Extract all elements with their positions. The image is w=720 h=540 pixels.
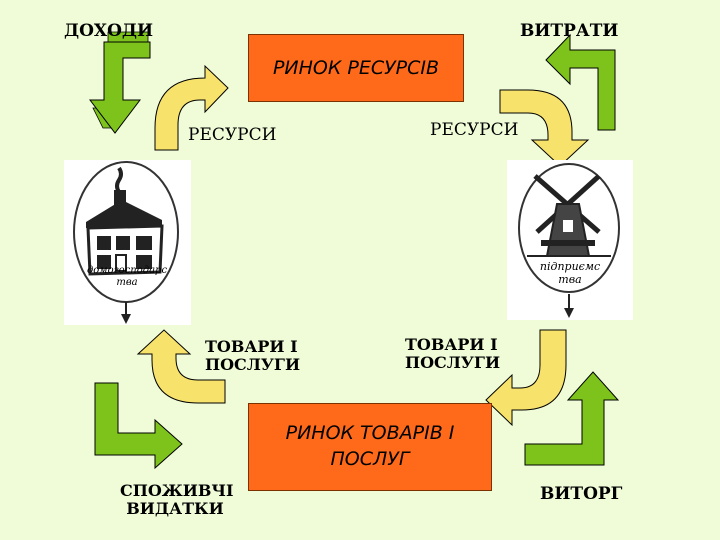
resources-label-right: РЕСУРСИ	[430, 120, 519, 140]
goods-label-right: ТОВАРИ І ПОСЛУГИ	[405, 335, 501, 373]
consumer-spending-arrow	[94, 382, 183, 470]
resources-arrow-left	[154, 64, 229, 151]
resource-market-box: РИНОК РЕСУРСІВ	[248, 34, 464, 102]
revenue-arrow	[524, 371, 620, 466]
goods-arrow-left	[136, 329, 226, 404]
income-label: ДОХОДИ	[64, 21, 154, 41]
firms-emblem: підприємства	[507, 160, 633, 320]
house-icon	[73, 161, 179, 324]
income-arrow	[88, 31, 151, 134]
consumer-spending-label: СПОЖИВЧІ ВИДАТКИ	[120, 481, 234, 519]
goods-label-left: ТОВАРИ І ПОСЛУГИ	[205, 337, 301, 375]
goods-arrow-right	[485, 329, 567, 427]
goods-market-box: РИНОК ТОВАРІВ І ПОСЛУГ	[248, 403, 492, 491]
resources-label-left: РЕСУРСИ	[188, 125, 277, 145]
firms-caption: підприємства	[539, 260, 601, 287]
expenses-label: ВИТРАТИ	[520, 21, 619, 41]
resource-market-label: РИНОК РЕСУРСІВ	[272, 57, 440, 79]
windmill-icon	[518, 163, 620, 318]
households-caption: домогосподарства	[86, 265, 168, 288]
expenses-arrow	[545, 33, 616, 131]
goods-market-label: РИНОК ТОВАРІВ І ПОСЛУГ	[285, 422, 455, 470]
households-emblem: домогосподарства	[64, 160, 191, 325]
revenue-label: ВИТОРГ	[540, 484, 623, 504]
